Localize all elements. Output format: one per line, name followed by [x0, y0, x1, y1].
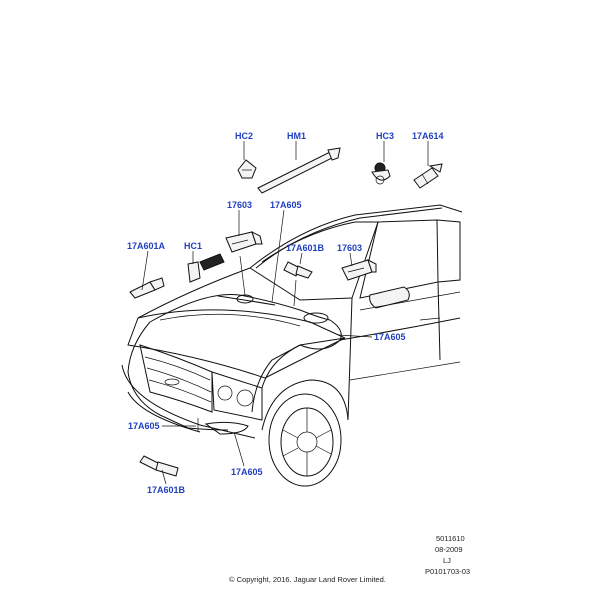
nozzle-17603-right	[341, 259, 377, 281]
a601b-mid-connector	[283, 261, 313, 279]
hm1-hose	[257, 147, 341, 194]
leader-lines	[141, 141, 429, 485]
hc3-valve	[371, 162, 391, 185]
footer-ref: P0101703-03	[425, 567, 470, 576]
footer-initials: LJ	[443, 556, 451, 565]
callout-hc2: HC2	[235, 131, 253, 141]
a601a-connector	[129, 277, 165, 299]
callout-17603-right: 17603	[337, 243, 362, 253]
callout-labels: HC2 HM1 HC3 17A614 17603 17A605 17A601A …	[127, 131, 444, 495]
callout-17a614: 17A614	[412, 131, 444, 141]
callout-hm1: HM1	[287, 131, 306, 141]
nozzle-17603-left	[225, 231, 263, 253]
callout-17a605-bottom: 17A605	[231, 467, 263, 477]
footer-date: 08-2009	[435, 545, 463, 554]
footer-copyright: © Copyright, 2016. Jaguar Land Rover Lim…	[229, 575, 386, 584]
callout-hc1: HC1	[184, 241, 202, 251]
a601b-bottom-connector	[139, 455, 179, 477]
callout-17a601b-bottom: 17A601B	[147, 485, 186, 495]
footer-meta: 5011610 08-2009 LJ P0101703-03 © Copyrig…	[229, 534, 470, 584]
callout-17a601b-mid: 17A601B	[286, 243, 325, 253]
callout-17603-left: 17603	[227, 200, 252, 210]
callout-hc3: HC3	[376, 131, 394, 141]
callout-17a601a: 17A601A	[127, 241, 166, 251]
hc1-bracket	[187, 253, 225, 283]
callout-17a605-right: 17A605	[374, 332, 406, 342]
a614-connector	[413, 163, 443, 189]
hc2-clip	[237, 159, 257, 179]
footer-code: 5011610	[436, 534, 465, 543]
callout-17a605-left: 17A605	[128, 421, 160, 431]
vehicle-illustration	[121, 204, 463, 487]
callout-17a605-top: 17A605	[270, 200, 302, 210]
washer-hose-routing	[127, 207, 443, 435]
